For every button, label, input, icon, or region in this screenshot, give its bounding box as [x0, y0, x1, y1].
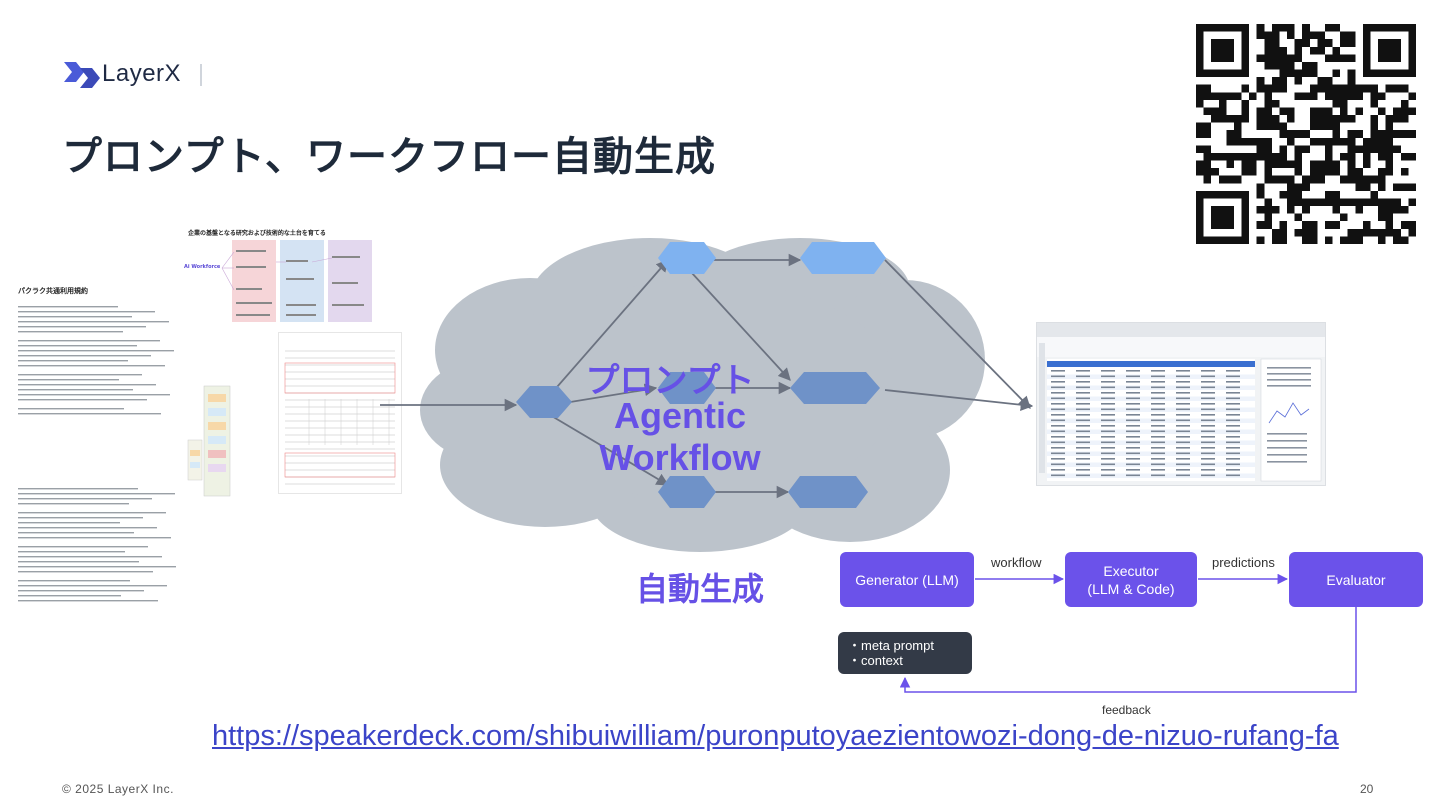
qr-code-icon[interactable]: [1196, 24, 1416, 244]
layerx-logo-icon: [62, 58, 102, 92]
cloud-label-agentic-workflow: Agentic Workflow: [530, 395, 830, 479]
architecture-figure-thumbnail: [186, 380, 246, 510]
slide-thumbnail: 企業の基盤となる研究および技術的な土台を育てる Ai Workforce: [182, 216, 380, 324]
auto-generation-label: 自動生成: [620, 564, 780, 610]
slide-thumbnail-title: 企業の基盤となる研究および技術的な土台を育てる: [188, 228, 380, 237]
page-number: 20: [1360, 782, 1373, 796]
slide-thumbnail-diagram: [182, 238, 380, 324]
terms-document-thumbnail: パクラク共通利用規約: [14, 284, 176, 604]
spreadsheet-screenshot-content: [1037, 323, 1325, 485]
evaluator-box: Evaluator: [1289, 552, 1423, 607]
node-bot-2: [788, 476, 868, 508]
meta-item: ・meta prompt: [848, 638, 972, 653]
slide-thumbnail-brand: Ai Workforce: [184, 264, 220, 270]
logo-divider: [200, 64, 202, 86]
executor-sublabel: (LLM & Code): [1087, 580, 1174, 598]
logo-text: LayerX: [102, 60, 181, 88]
meta-prompt-box: ・meta prompt ・context: [838, 632, 972, 674]
generator-box: Generator (LLM): [840, 552, 974, 607]
spreadsheet-screenshot: [1036, 322, 1326, 486]
edge-label-predictions: predictions: [1212, 555, 1275, 570]
executor-box: Executor (LLM & Code): [1065, 552, 1197, 607]
meta-item: ・context: [848, 653, 972, 668]
terms-document-title: パクラク共通利用規約: [18, 286, 176, 296]
terms-document-lines: [14, 302, 176, 602]
executor-label: Executor: [1103, 562, 1158, 580]
page-title: プロンプト、ワークフロー自動生成: [62, 124, 716, 182]
speakerdeck-link[interactable]: https://speakerdeck.com/shibuiwilliam/pu…: [212, 720, 1339, 753]
node-bot-1: [658, 476, 716, 508]
copyright: © 2025 LayerX Inc.: [62, 782, 174, 796]
edge-label-feedback: feedback: [1102, 703, 1151, 717]
edge-label-workflow: workflow: [991, 555, 1042, 570]
node-top-1: [658, 242, 716, 274]
node-top-2: [800, 242, 886, 274]
